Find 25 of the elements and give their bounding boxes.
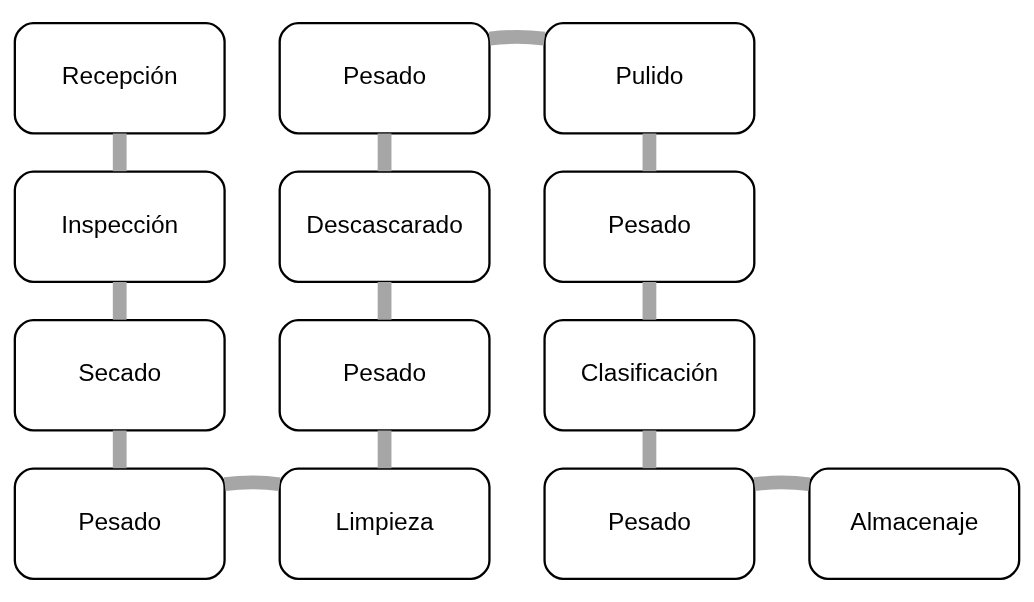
node-box: Pesado bbox=[543, 467, 756, 581]
connector bbox=[642, 133, 657, 172]
node-box: Inspección bbox=[13, 170, 226, 283]
connector bbox=[377, 282, 392, 320]
connector bbox=[377, 133, 392, 172]
connector bbox=[112, 133, 127, 172]
connector bbox=[377, 430, 392, 469]
connector bbox=[642, 430, 657, 469]
connector bbox=[642, 282, 657, 320]
node-box: Recepción bbox=[13, 21, 226, 135]
connector bbox=[112, 282, 127, 320]
node-box: Pesado bbox=[13, 467, 226, 581]
node-box: Secado bbox=[13, 319, 226, 432]
connector bbox=[488, 30, 546, 46]
node-box: Descascarado bbox=[278, 170, 491, 283]
connector bbox=[112, 430, 127, 469]
connector bbox=[753, 475, 811, 492]
node-box: Pesado bbox=[278, 21, 491, 135]
node-box: Pesado bbox=[278, 319, 491, 432]
connector bbox=[223, 475, 281, 492]
node-box: Limpieza bbox=[278, 467, 491, 581]
node-box: Pesado bbox=[543, 170, 756, 283]
node-box: Pulido bbox=[543, 21, 756, 135]
node-box: Clasificación bbox=[543, 319, 756, 432]
node-box: Almacenaje bbox=[808, 467, 1021, 581]
